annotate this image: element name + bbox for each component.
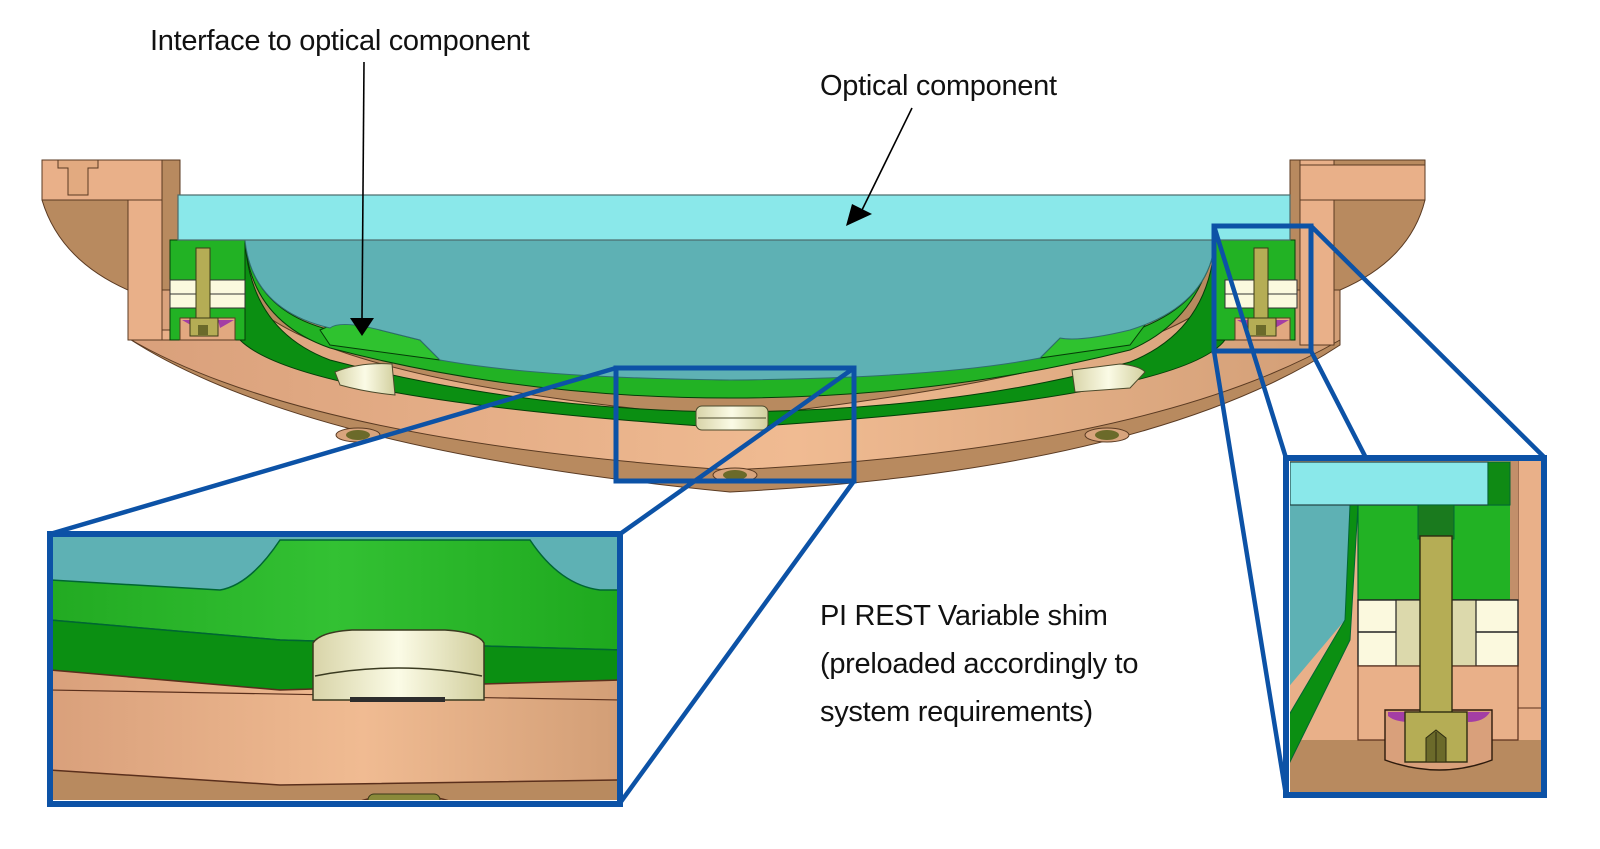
detail-right (1283, 455, 1547, 798)
shim-left (334, 363, 396, 396)
interface-arrowhead (350, 318, 374, 336)
detail-right-source-frame (1211, 223, 1314, 354)
detail-source-frames (613, 223, 1314, 484)
optical-component-label: Optical component (820, 70, 1057, 102)
shim-label: PI REST Variable shim (preloaded accordi… (820, 592, 1240, 736)
detail-screw (1404, 504, 1468, 763)
shim-label-line1: PI REST Variable shim (820, 600, 1108, 632)
detail-shim (312, 629, 485, 702)
detail-center-frame (47, 531, 623, 807)
shim-label-line2: (preloaded accordingly to (820, 648, 1139, 680)
interface-ring-lower (169, 239, 1296, 429)
housing-left-notch (57, 159, 99, 196)
optical-leader-line (861, 107, 913, 211)
shim-label-line3: system requirements) (820, 696, 1093, 728)
optical-arrowhead (846, 204, 872, 226)
screw-stack-left (169, 247, 246, 341)
detail-right-frame (1283, 455, 1547, 798)
interface-leader-line (361, 61, 365, 319)
optical-component-body (244, 239, 1216, 381)
callout-arrows (350, 61, 913, 336)
optical-component (177, 194, 1291, 241)
detail-center (47, 531, 623, 807)
interface-label: Interface to optical component (150, 25, 530, 57)
main-assembly (41, 159, 1426, 493)
detail-connectors (49, 224, 1547, 805)
housing-right-top (1299, 164, 1426, 201)
shim-right (1071, 363, 1146, 393)
shim-center (695, 405, 769, 431)
detail-center-source-frame (613, 365, 857, 484)
housing-band (127, 289, 1341, 471)
